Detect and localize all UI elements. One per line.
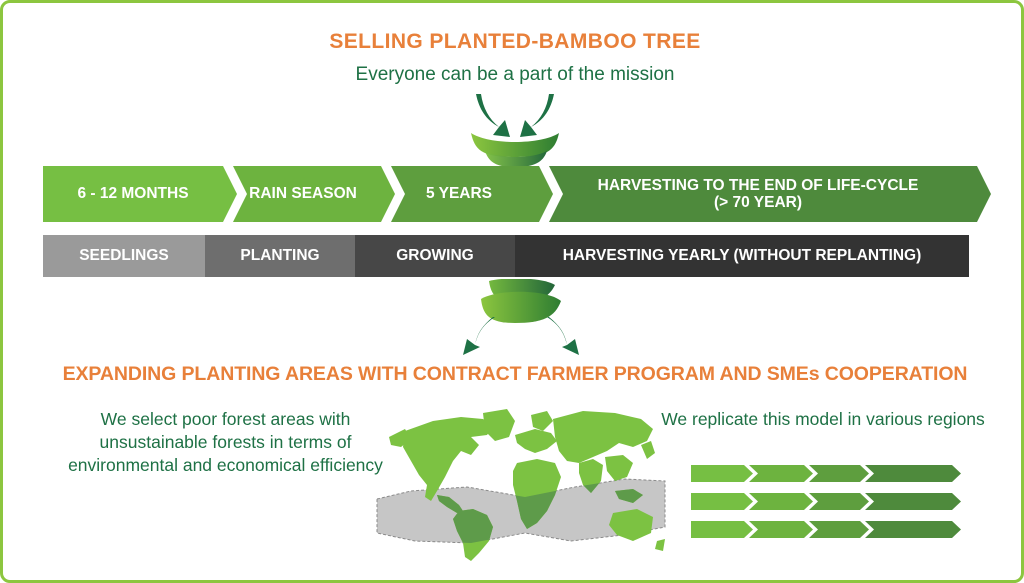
mini-chevron: [865, 521, 961, 538]
phase-growing-label: GROWING: [396, 247, 474, 264]
phase-harvesting[interactable]: HARVESTING YEARLY (WITHOUT REPLANTING): [515, 235, 969, 277]
timeline-stage-2-label: RAIN SEASON: [249, 185, 357, 203]
phase-planting[interactable]: PLANTING: [205, 235, 355, 277]
mini-chevron: [809, 521, 869, 538]
mini-chevron: [749, 521, 813, 538]
world-map: [375, 401, 667, 566]
mini-chevron: [691, 493, 753, 510]
bamboo-leaves-outward-arrows-icon: [451, 278, 581, 362]
lower-section-title: EXPANDING PLANTING AREAS WITH CONTRACT F…: [62, 363, 968, 385]
timeline-stage-1[interactable]: 6 - 12 MONTHS: [43, 166, 223, 222]
mini-chevron: [865, 493, 961, 510]
timeline-stage-4[interactable]: HARVESTING TO THE END OF LIFE-CYCLE (> 7…: [543, 166, 973, 222]
phase-planting-label: PLANTING: [240, 247, 320, 264]
phase-seedlings[interactable]: SEEDLINGS: [43, 235, 205, 277]
mini-chevron: [691, 465, 753, 482]
mini-chevron: [691, 521, 753, 538]
bamboo-leaves-inward-arrows-icon: [455, 89, 575, 172]
timeline-stage-1-label: 6 - 12 MONTHS: [77, 185, 189, 203]
timeline-stage-3-label: 5 YEARS: [425, 185, 493, 203]
mini-chevron: [865, 465, 961, 482]
timeline-stage-3[interactable]: 5 YEARS: [381, 166, 537, 222]
mini-chevron-rows: [691, 465, 961, 545]
timeline-stage-4-label: HARVESTING TO THE END OF LIFE-CYCLE (> 7…: [597, 176, 919, 211]
phase-bar: SEEDLINGS PLANTING GROWING HARVESTING YE…: [43, 235, 969, 277]
phase-seedlings-label: SEEDLINGS: [79, 247, 169, 264]
page-subtitle: Everyone can be a part of the mission: [355, 64, 675, 85]
page-title: SELLING PLANTED-BAMBOO TREE: [329, 30, 701, 53]
timeline-chevrons: 6 - 12 MONTHS RAIN SEASON 5 YEARS HARVES…: [43, 166, 991, 222]
phase-harvesting-label: HARVESTING YEARLY (WITHOUT REPLANTING): [562, 247, 922, 264]
mini-chevron: [749, 465, 813, 482]
phase-growing[interactable]: GROWING: [355, 235, 515, 277]
mini-chevron: [809, 465, 869, 482]
right-blurb: We replicate this model in various regio…: [661, 409, 985, 429]
mini-chevron: [809, 493, 869, 510]
mini-chevron: [749, 493, 813, 510]
timeline-stage-2[interactable]: RAIN SEASON: [225, 166, 381, 222]
left-blurb: We select poor forest areas with unsusta…: [68, 409, 383, 476]
